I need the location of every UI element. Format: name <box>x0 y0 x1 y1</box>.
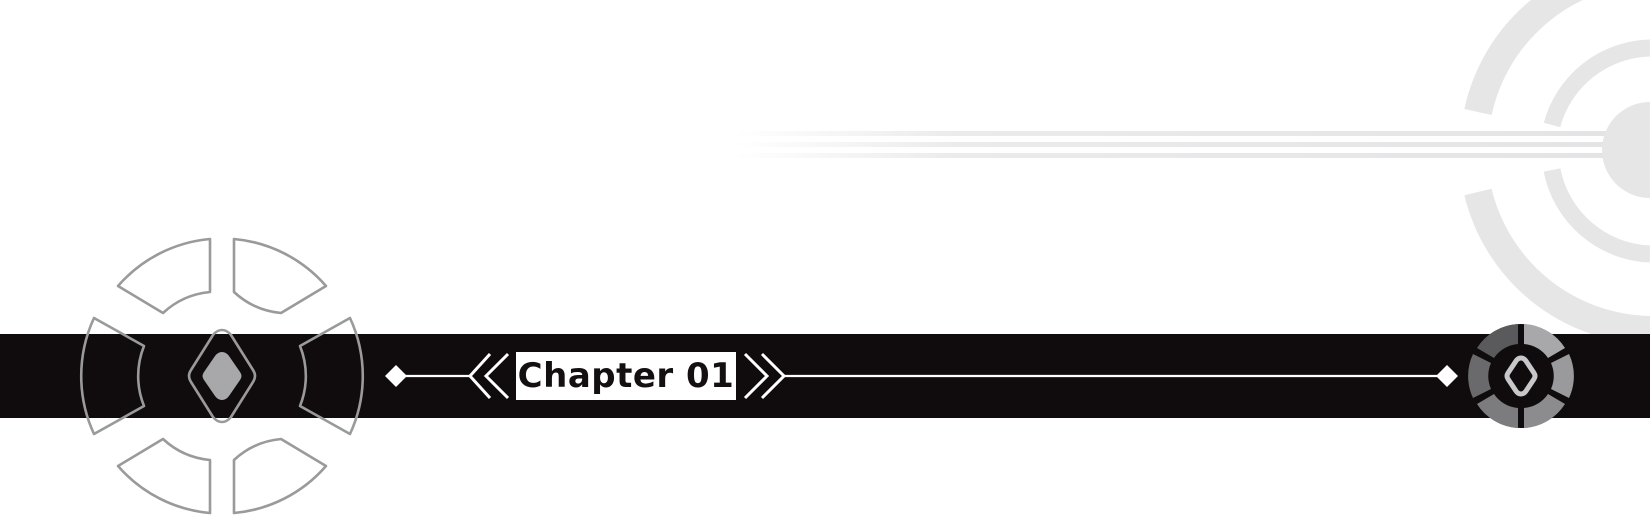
double-chevron-left-icon <box>467 352 510 400</box>
inner-disc <box>1602 102 1650 198</box>
left-diamond-icon <box>385 365 407 387</box>
middle-ring-lower <box>1543 168 1650 263</box>
chapter-title-box: Chapter 01 <box>516 352 736 400</box>
outer-ring-lower <box>1464 188 1650 344</box>
outer-ring-upper <box>1464 0 1583 116</box>
speed-lines <box>735 131 1615 158</box>
right-diamond-icon <box>1436 365 1458 387</box>
chapter-title: Chapter 01 <box>517 356 735 396</box>
middle-ring-upper <box>1543 39 1650 128</box>
